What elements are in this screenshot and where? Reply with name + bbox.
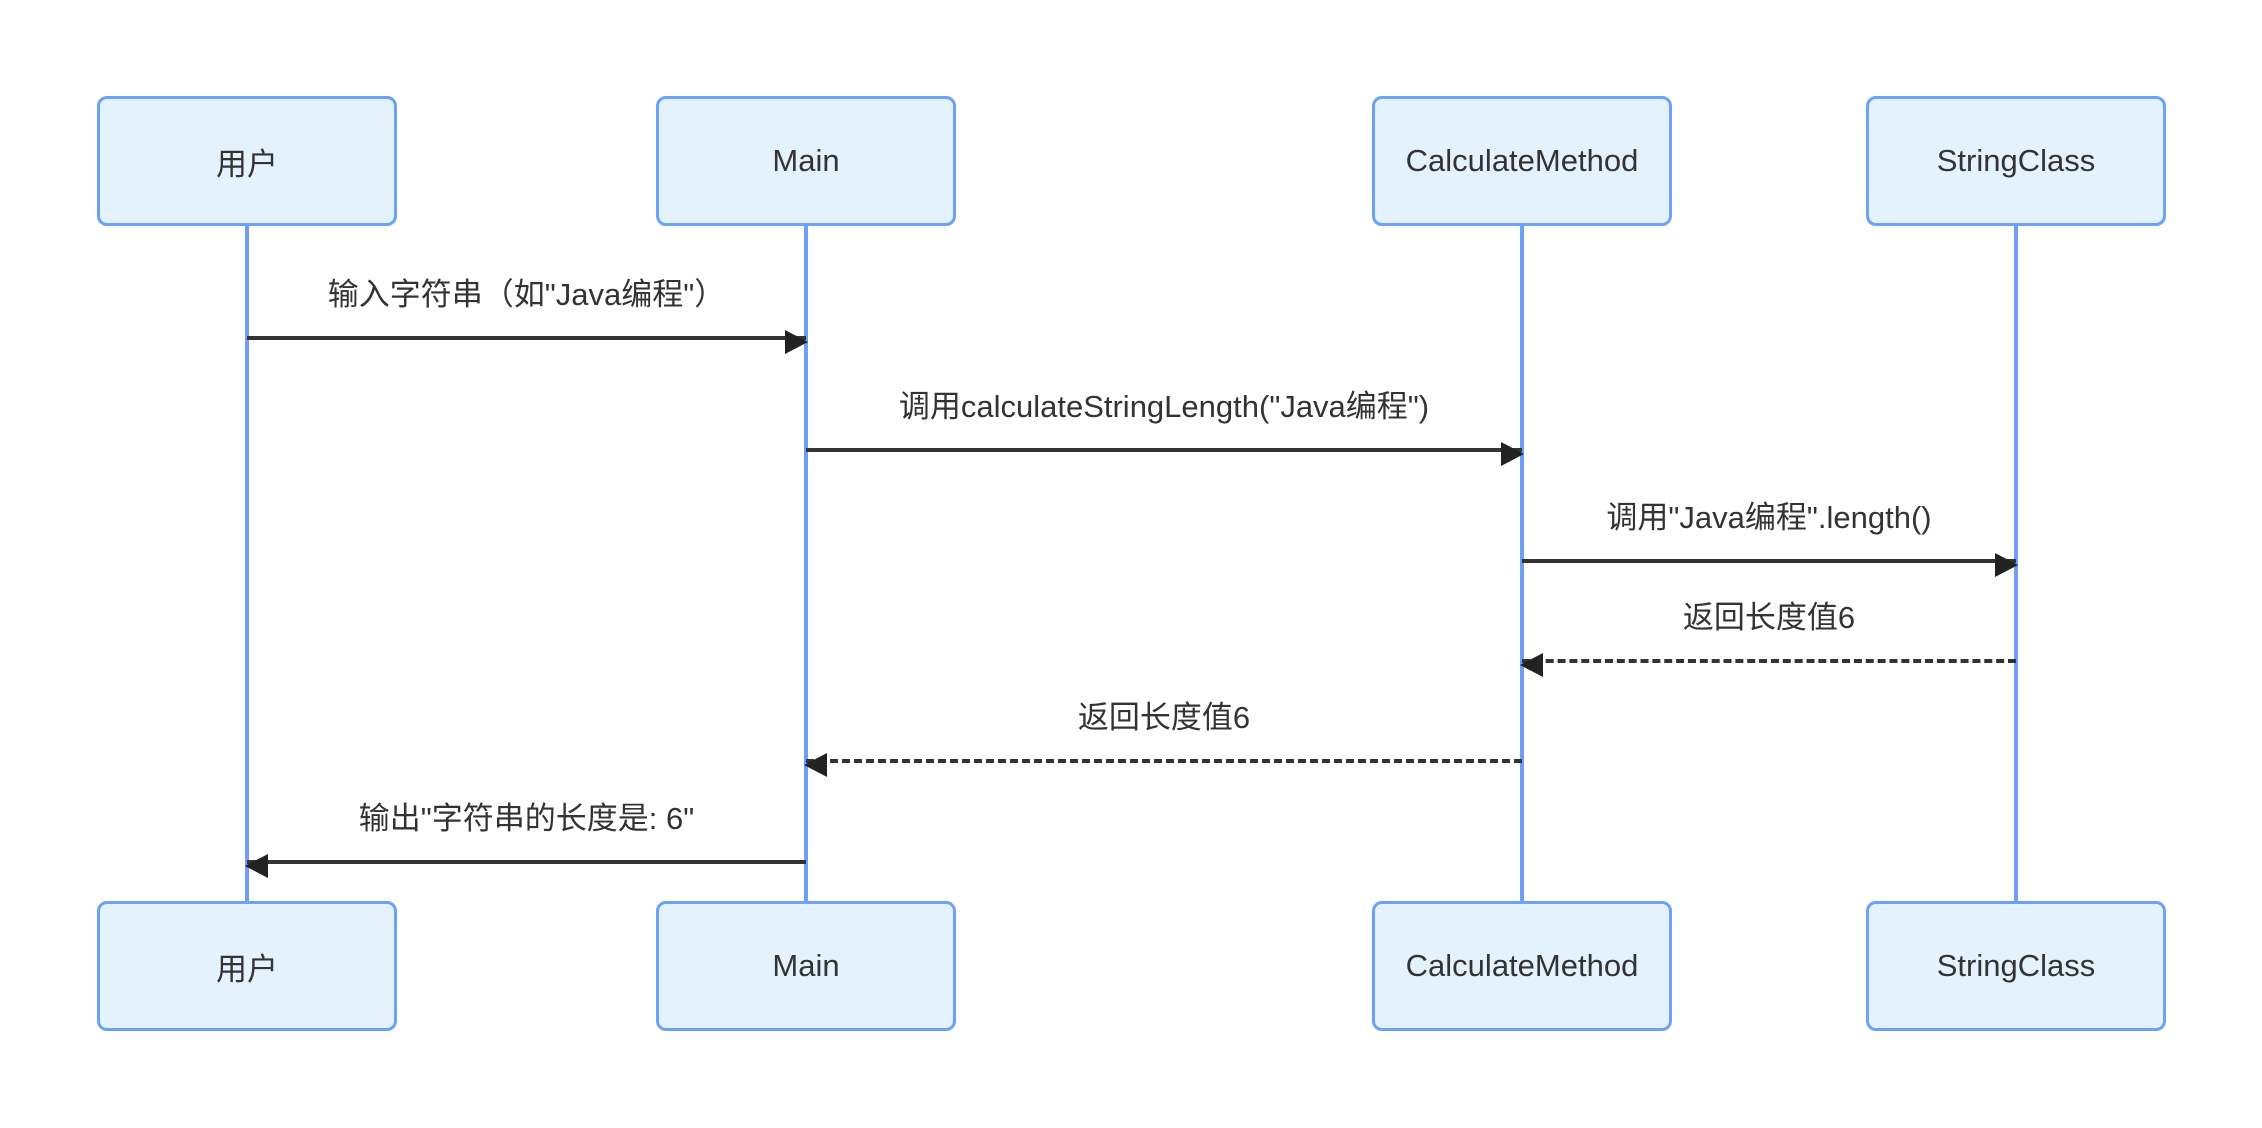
- lifeline-calculatemethod: [1520, 224, 1524, 903]
- arrowhead-left-icon: [245, 854, 268, 878]
- message-line: [806, 442, 1524, 466]
- message-line: [1520, 653, 2016, 677]
- lifeline-user: [245, 224, 249, 903]
- actor-label: StringClass: [1936, 143, 2096, 178]
- message-call-length: 调用"Java编程".length(): [1522, 499, 2018, 577]
- arrowhead-right-icon: [1995, 553, 2018, 577]
- message-label: 调用"Java编程".length(): [1606, 500, 1932, 535]
- message-label: 返回长度值6: [1077, 700, 1251, 735]
- message-input-string: 输入字符串（如"Java编程"）: [247, 276, 808, 354]
- actor-bottom-stringclass: StringClass: [1866, 901, 2166, 1031]
- actor-label: CalculateMethod: [1405, 948, 1639, 983]
- arrowhead-right-icon: [785, 330, 808, 354]
- actor-label: 用户: [216, 146, 278, 182]
- message-call-calculatestringlength: 调用calculateStringLength("Java编程"): [806, 388, 1524, 466]
- message-return-length-to-main: 返回长度值6: [804, 699, 1522, 777]
- arrowhead-left-icon: [1520, 653, 1543, 677]
- actor-label: Main: [772, 948, 840, 983]
- actor-bottom-user: 用户: [97, 901, 397, 1031]
- actor-top-calculatemethod: CalculateMethod: [1372, 96, 1672, 226]
- actor-top-stringclass: StringClass: [1866, 96, 2166, 226]
- actor-label: Main: [772, 143, 840, 178]
- arrowhead-right-icon: [1501, 442, 1524, 466]
- actor-top-main: Main: [656, 96, 956, 226]
- actor-bottom-calculatemethod: CalculateMethod: [1372, 901, 1672, 1031]
- message-line: [804, 753, 1522, 777]
- arrowhead-left-icon: [804, 753, 827, 777]
- actor-label: CalculateMethod: [1405, 143, 1639, 178]
- message-line: [245, 854, 806, 878]
- actor-bottom-main: Main: [656, 901, 956, 1031]
- message-label: 返回长度值6: [1682, 600, 1856, 635]
- message-return-length-to-calculatemethod: 返回长度值6: [1520, 599, 2016, 677]
- actor-top-user: 用户: [97, 96, 397, 226]
- message-label: 调用calculateStringLength("Java编程"): [898, 389, 1430, 424]
- message-label: 输入字符串（如"Java编程"）: [327, 277, 726, 312]
- message-output-result: 输出"字符串的长度是: 6": [245, 800, 806, 878]
- lifeline-main: [804, 224, 808, 903]
- message-line: [247, 330, 808, 354]
- message-label: 输出"字符串的长度是: 6": [358, 801, 695, 836]
- actor-label: 用户: [216, 951, 278, 987]
- actor-label: StringClass: [1936, 948, 2096, 983]
- message-line: [1522, 553, 2018, 577]
